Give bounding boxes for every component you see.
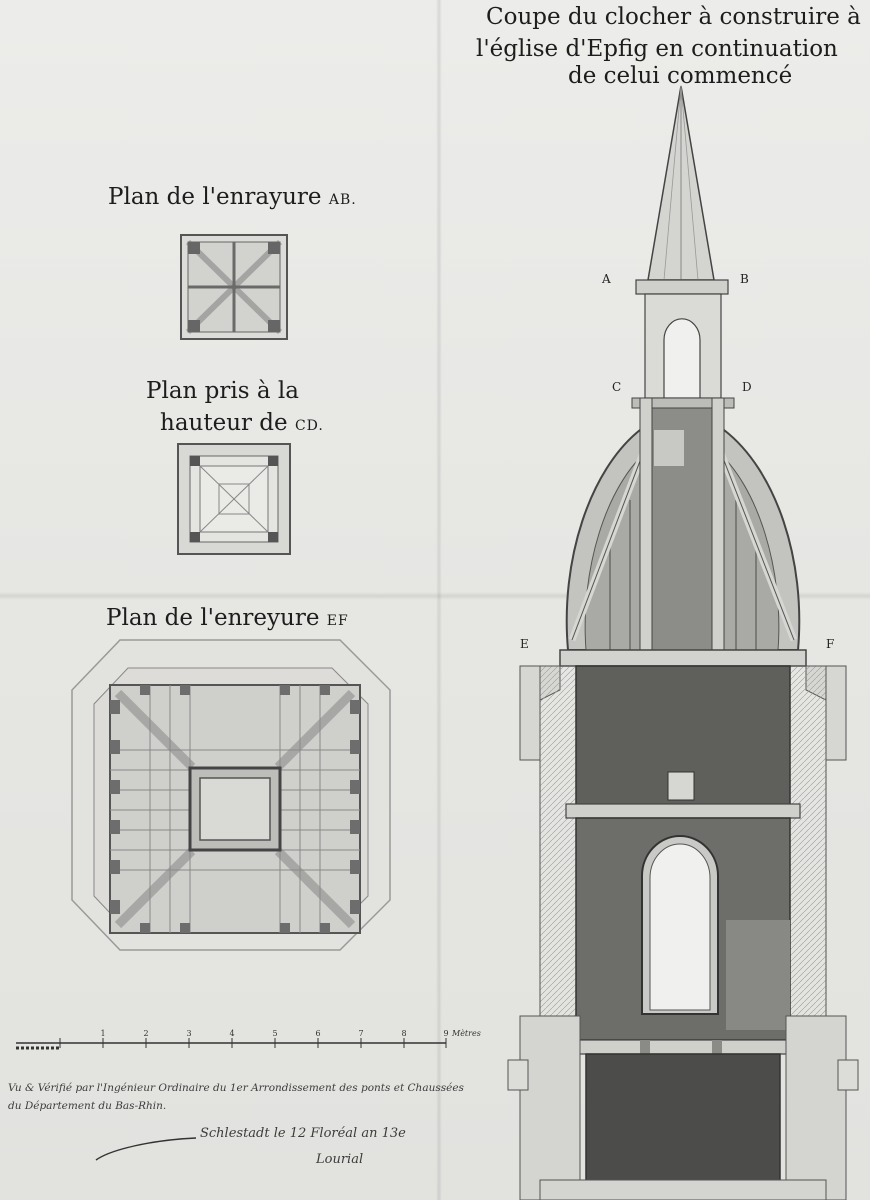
- plan-cd-title-text: hauteur de: [160, 410, 288, 436]
- section-label-c: C: [612, 380, 622, 394]
- section-label-a: A: [602, 272, 611, 286]
- tower-section-drawing: [507, 85, 859, 1200]
- section-title-line-2: l'église d'Epfig en continuation: [476, 36, 838, 62]
- plan-ab-title: Plan de l'enrayure AB.: [108, 184, 357, 210]
- scale-unit-label: Mètres: [451, 1029, 481, 1038]
- date-note: Schlestadt le 12 Floréal an 13e: [200, 1126, 406, 1141]
- horizontal-fold: [0, 592, 870, 600]
- plan-ab-drawing: [180, 234, 288, 340]
- section-label-e: E: [520, 637, 529, 651]
- plan-ab-title-text: Plan de l'enrayure: [108, 184, 322, 210]
- scale-tick-label: 1: [100, 1029, 105, 1038]
- signature: Lourial: [316, 1152, 364, 1167]
- plan-ef-drawing: [71, 639, 391, 951]
- plan-ef-title: Plan de l'enreyure EF: [106, 605, 349, 631]
- scale-tick-label: 5: [272, 1029, 277, 1038]
- vertical-fold: [436, 0, 442, 1200]
- scale-tick-label: 4: [229, 1029, 234, 1038]
- scale-tick-label: 6: [315, 1029, 320, 1038]
- section-title-line-1: Coupe du clocher à construire à: [486, 4, 861, 30]
- plan-cd-title-line-2: hauteur de CD.: [160, 410, 324, 436]
- plan-ef-title-suffix: EF: [326, 613, 349, 629]
- plan-ef-title-text: Plan de l'enreyure: [106, 605, 320, 631]
- verification-note-line-2: du Département du Bas-Rhin.: [8, 1100, 167, 1112]
- verification-note-line-1: Vu & Vérifié par l'Ingénieur Ordinaire d…: [8, 1082, 464, 1094]
- scale-bar: 1 2 3 4 5 6 7 8 9 Mètres: [16, 1029, 481, 1050]
- scale-tick-label: 2: [143, 1029, 148, 1038]
- scale-tick-label: 9: [443, 1029, 448, 1038]
- flourish-mark: [95, 1137, 197, 1161]
- plan-cd-drawing: [177, 443, 291, 555]
- plan-cd-title-suffix: CD.: [294, 418, 324, 434]
- scale-tick-label: 8: [401, 1029, 406, 1038]
- plan-cd-title-line-1: Plan pris à la: [146, 378, 299, 404]
- section-label-d: D: [742, 380, 752, 394]
- section-label-b: B: [740, 272, 749, 286]
- plan-ab-title-suffix: AB.: [328, 192, 357, 208]
- scale-tick-label: 3: [186, 1029, 191, 1038]
- section-label-f: F: [826, 637, 835, 651]
- section-title-line-3: de celui commencé: [568, 63, 793, 89]
- scale-tick-label: 7: [358, 1029, 363, 1038]
